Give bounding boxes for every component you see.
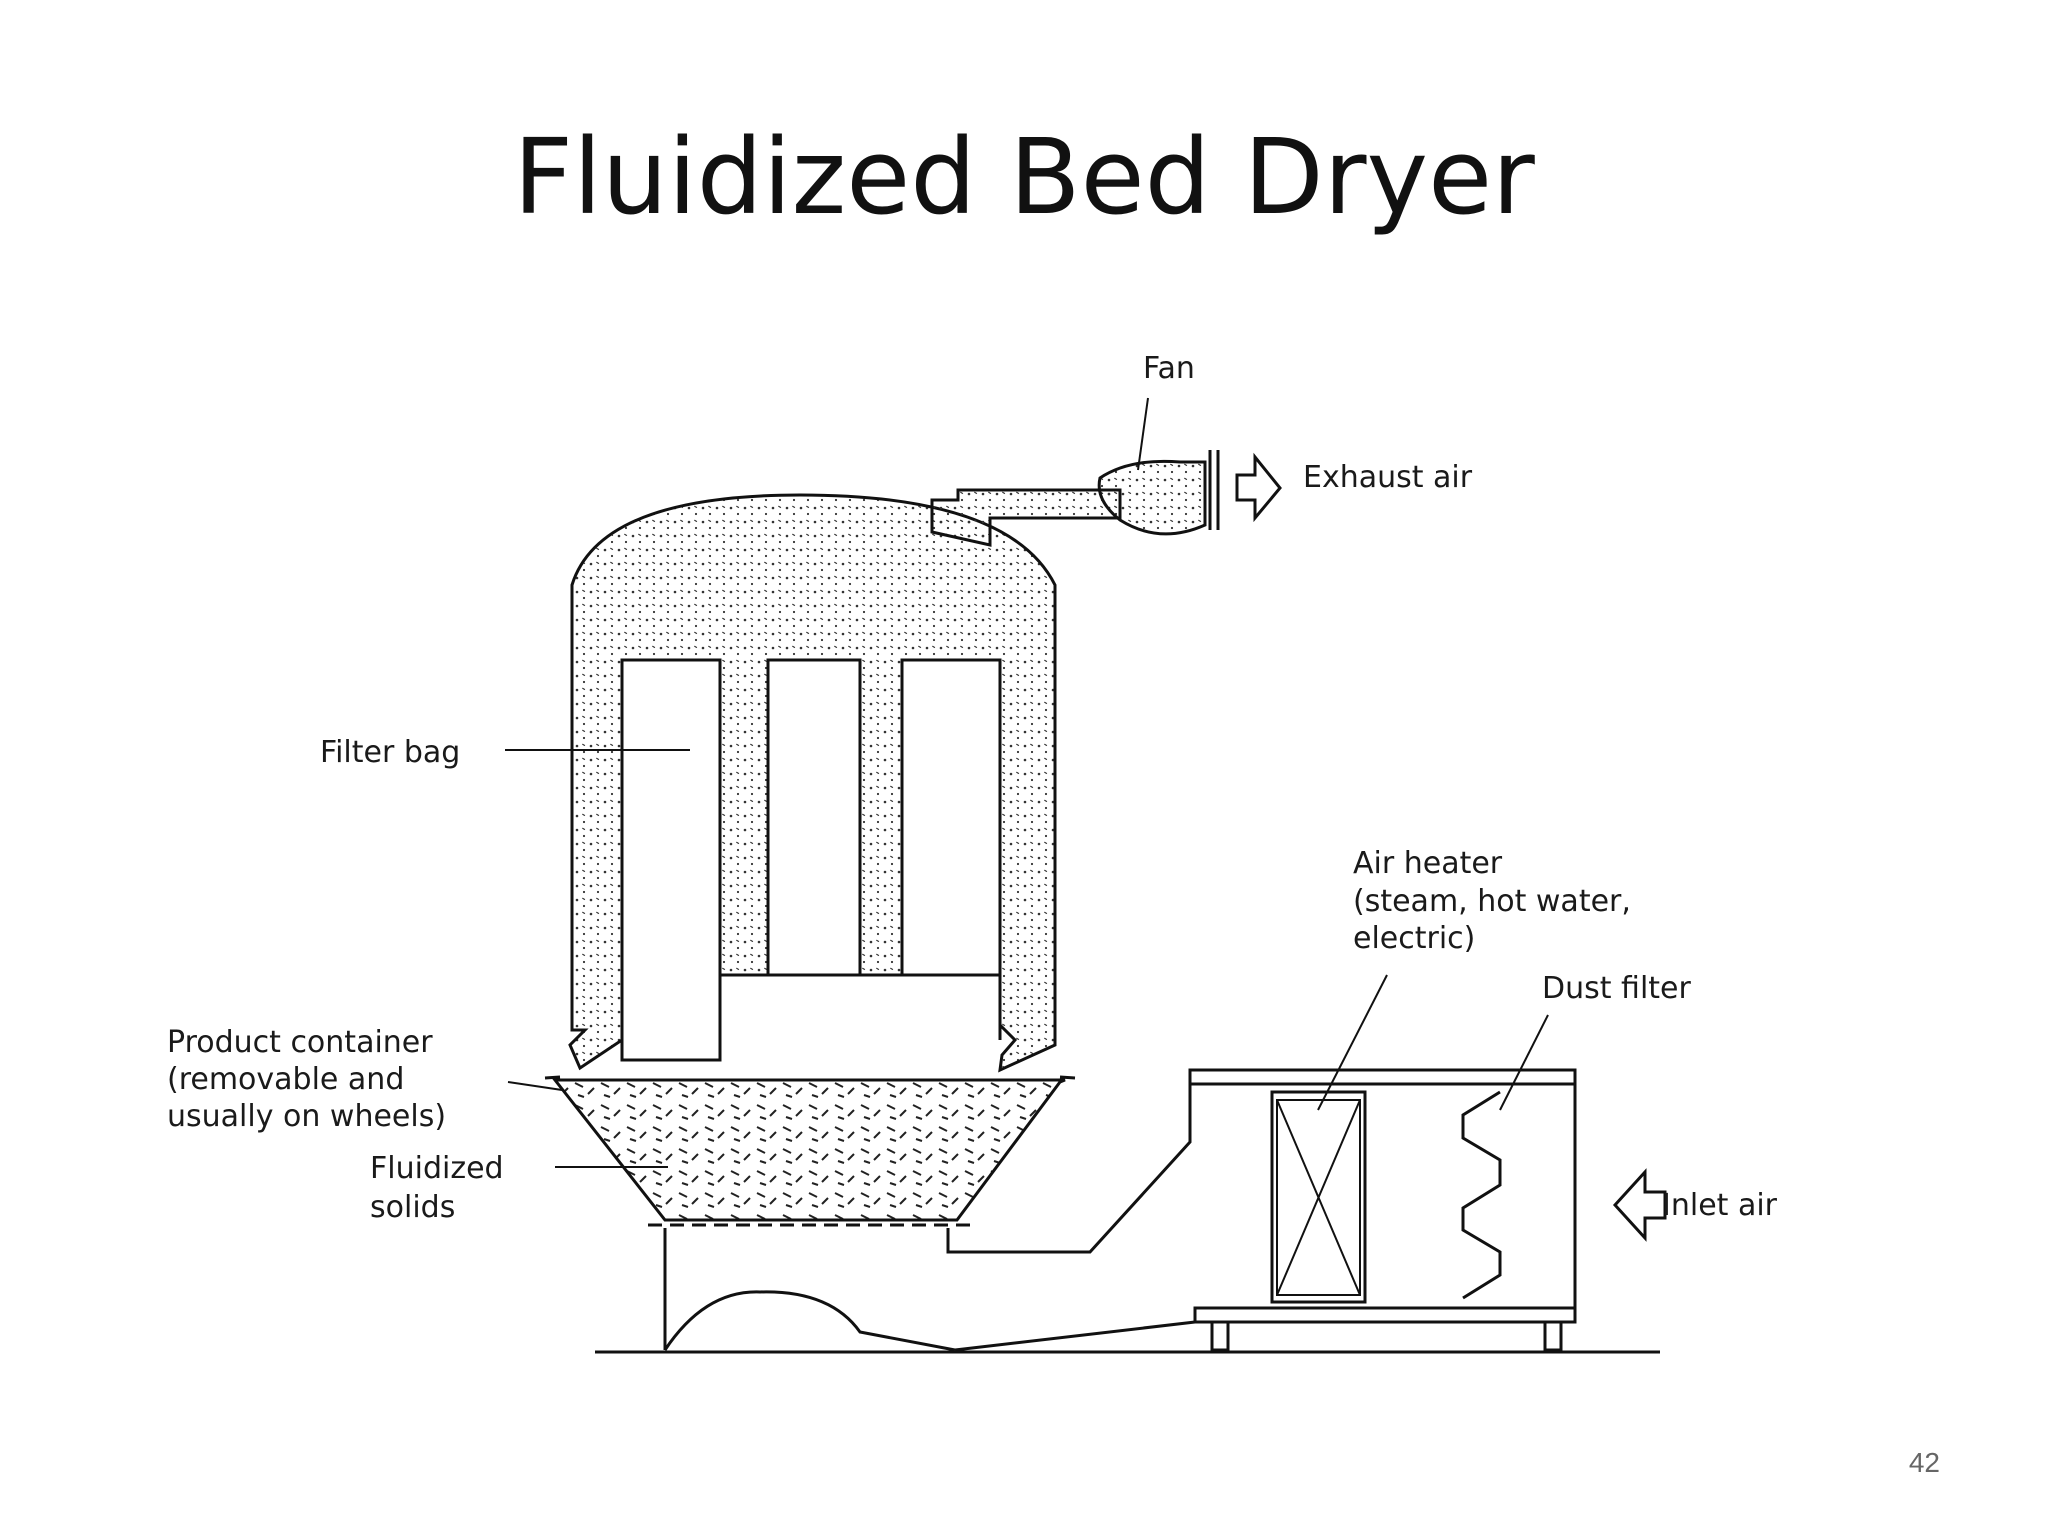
dust-filter-label: Dust filter	[1542, 971, 1691, 1006]
fluidized-solids-label-line-1: Fluidized	[370, 1151, 504, 1186]
fan-label: Fan	[1143, 351, 1195, 386]
air-heater-label-line-2: (steam, hot water,	[1353, 884, 1631, 919]
product-container-label-line-1: Product container	[167, 1025, 433, 1060]
product-container	[551, 1078, 1066, 1222]
exhaust-arrow	[1235, 452, 1282, 523]
page-number: 42	[1908, 1447, 1940, 1478]
dust-filter	[1461, 1090, 1502, 1300]
filter-bag-label: Filter bag	[320, 735, 460, 770]
air-handling-unit	[1188, 1068, 1577, 1352]
exhaust-duct	[930, 488, 1122, 547]
inlet-arrow	[1612, 1168, 1667, 1242]
air-heater-element	[1270, 1090, 1367, 1304]
leader-lines	[505, 397, 1549, 1168]
slide-title: Fluidized Bed Dryer	[513, 116, 1535, 238]
exhaust-air-label: Exhaust air	[1303, 460, 1473, 495]
air-heater-label-line-1: Air heater	[1353, 846, 1503, 881]
air-heater-label-line-3: electric)	[1353, 921, 1475, 956]
fan	[1097, 450, 1220, 536]
fluidized-bed-dryer-diagram: Fan Exhaust air Filter bag Air heater (s…	[167, 351, 1778, 1354]
fluidized-solids-label-line-2: solids	[370, 1190, 455, 1225]
product-container-label-line-3: usually on wheels)	[167, 1099, 446, 1134]
inlet-air-label: Inlet air	[1662, 1188, 1778, 1223]
filter-bags	[620, 658, 1002, 1062]
product-container-label-line-2: (removable and	[167, 1062, 404, 1097]
